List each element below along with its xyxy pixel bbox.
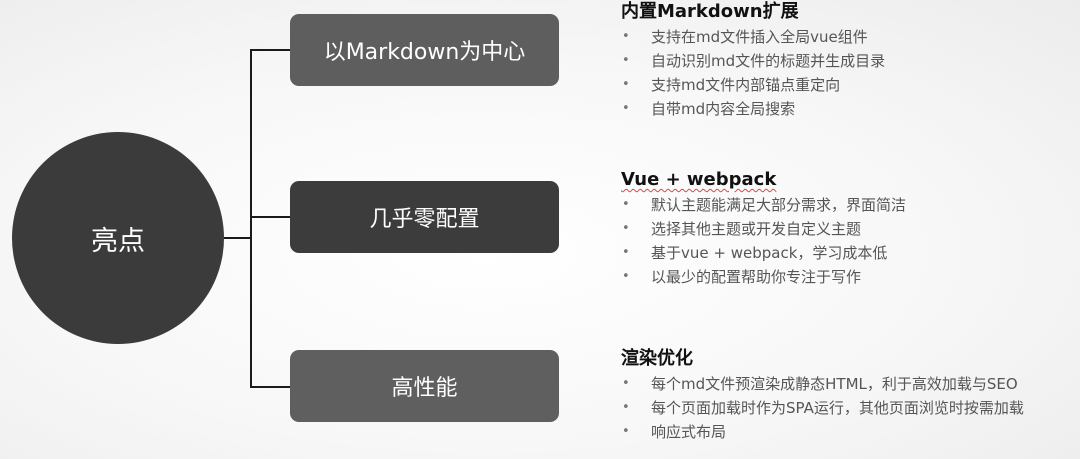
bullet-list: 默认主题能满足大部分需求，界面简洁 选择其他主题或开发自定义主题 基于vue +… [621,193,906,289]
list-item: 基于vue + webpack，学习成本低 [621,241,906,265]
node-label: 几乎零配置 [369,207,480,232]
section-heading: Vue + webpack [621,169,777,190]
list-item: 响应式布局 [621,420,1024,444]
list-item: 每个md文件预渲染成静态HTML，利于高效加载与SEO [621,372,1024,396]
bullet-list: 每个md文件预渲染成静态HTML，利于高效加载与SEO 每个页面加载时作为SPA… [621,372,1024,444]
section-heading: 渲染优化 [621,348,693,369]
node-label: 高性能 [391,376,458,401]
node-label: 以Markdown为中心 [323,40,526,65]
center-label: 亮点 [91,225,145,257]
list-item: 默认主题能满足大部分需求，界面简洁 [621,193,906,217]
list-item: 选择其他主题或开发自定义主题 [621,217,906,241]
section-heading: 内置Markdown扩展 [621,1,799,22]
list-item: 自动识别md文件的标题并生成目录 [621,49,885,73]
center-circle: 亮点 [12,132,224,344]
section-vue-webpack: Vue + webpack 默认主题能满足大部分需求，界面简洁 选择其他主题或开… [621,168,906,289]
section-markdown-extensions: 内置Markdown扩展 支持在md文件插入全局vue组件 自动识别md文件的标… [621,0,885,121]
node-markdown-centered: 以Markdown为中心 [290,14,559,86]
list-item: 每个页面加载时作为SPA运行，其他页面浏览时按需加载 [621,396,1024,420]
list-item: 支持在md文件插入全局vue组件 [621,25,885,49]
node-zero-config: 几乎零配置 [290,181,559,253]
list-item: 支持md文件内部锚点重定向 [621,73,885,97]
bullet-list: 支持在md文件插入全局vue组件 自动识别md文件的标题并生成目录 支持md文件… [621,25,885,121]
list-item: 以最少的配置帮助你专注于写作 [621,265,906,289]
node-high-performance: 高性能 [290,350,559,422]
list-item: 自带md内容全局搜索 [621,97,885,121]
section-render-optimization: 渲染优化 每个md文件预渲染成静态HTML，利于高效加载与SEO 每个页面加载时… [621,347,1024,444]
